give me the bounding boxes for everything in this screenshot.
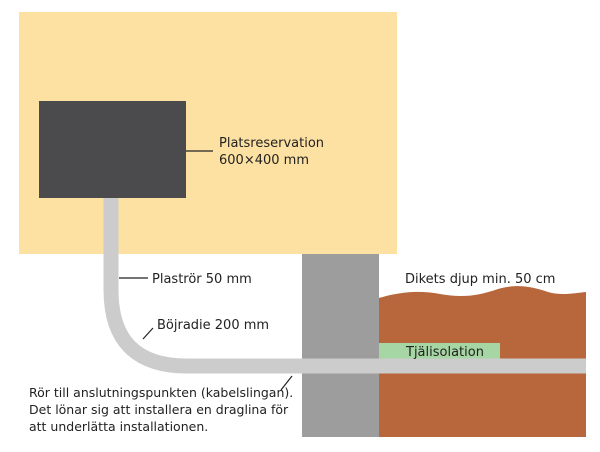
foundation-wall: [302, 254, 379, 437]
bend-label: Böjradie 200 mm: [157, 318, 269, 333]
note-line-3: att underlätta installationen.: [29, 419, 208, 434]
frost-insulation: [379, 343, 500, 359]
reservation-label-line2: 600×400 mm: [219, 153, 309, 168]
note-leader: [280, 375, 293, 391]
ditch-depth-label: Dikets djup min. 50 cm: [405, 272, 555, 287]
insulation-label: Tjälisolation: [405, 345, 484, 360]
reservation-box: [39, 101, 186, 198]
pipe-label: Plaströr 50 mm: [152, 272, 252, 287]
bend-leader: [142, 327, 154, 340]
note-line-2: Det lönar sig att installera en draglina…: [29, 402, 289, 417]
plastic-pipe: [103, 196, 586, 374]
reservation-label-line1: Platsreservation: [219, 136, 324, 151]
note-line-1: Rör till anslutningspunkten (kabelslinga…: [29, 385, 293, 400]
